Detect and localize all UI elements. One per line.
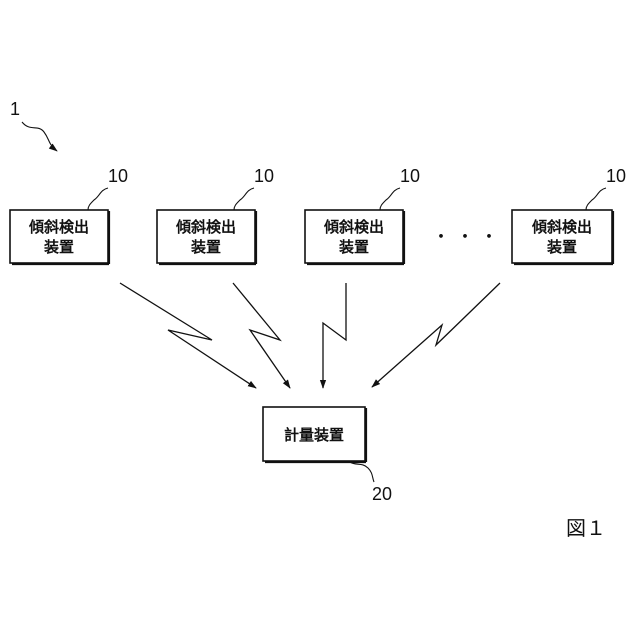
detector-ref-label: 10 [400, 166, 420, 186]
detector-box-3: 傾斜検出 装置 [305, 210, 404, 264]
measurement-device-box: 計量装置 [263, 407, 366, 462]
detector-box-1: 傾斜検出 装置 [10, 210, 109, 264]
system-ref-leader [22, 122, 57, 151]
detector-box-2: 傾斜検出 装置 [157, 210, 256, 264]
wireless-signal-arrow-3 [323, 283, 346, 388]
figure-label: 図１ [566, 516, 606, 540]
ellipsis-dots: ・・・ [432, 227, 504, 247]
detector-ref-label: 10 [254, 166, 274, 186]
detector-label-line2: 装置 [546, 238, 577, 256]
detector-ref-label: 10 [606, 166, 626, 186]
detector-label-line2: 装置 [190, 238, 221, 256]
measurement-ref-label: 20 [372, 484, 392, 504]
detector-ref-label: 10 [108, 166, 128, 186]
detector-ref-leader [88, 188, 108, 210]
wireless-signal-arrow-1 [120, 283, 256, 388]
measurement-device-label: 計量装置 [284, 426, 344, 444]
detector-label-line1: 傾斜検出 [323, 218, 384, 236]
wireless-signal-arrow-4 [372, 283, 500, 387]
measurement-ref-leader [350, 462, 374, 482]
detector-box-4: 傾斜検出 装置 [512, 210, 613, 264]
detector-label-line1: 傾斜検出 [531, 218, 592, 236]
system-ref-label: 1 [10, 99, 20, 119]
detector-ref-leader [586, 188, 606, 210]
wireless-signal-arrow-2 [233, 283, 290, 388]
detector-label-line1: 傾斜検出 [28, 218, 89, 236]
detector-label-line2: 装置 [43, 238, 74, 256]
detector-label-line2: 装置 [338, 238, 369, 256]
detector-label-line1: 傾斜検出 [175, 218, 236, 236]
detector-ref-leader [380, 188, 400, 210]
detector-ref-leader [234, 188, 254, 210]
